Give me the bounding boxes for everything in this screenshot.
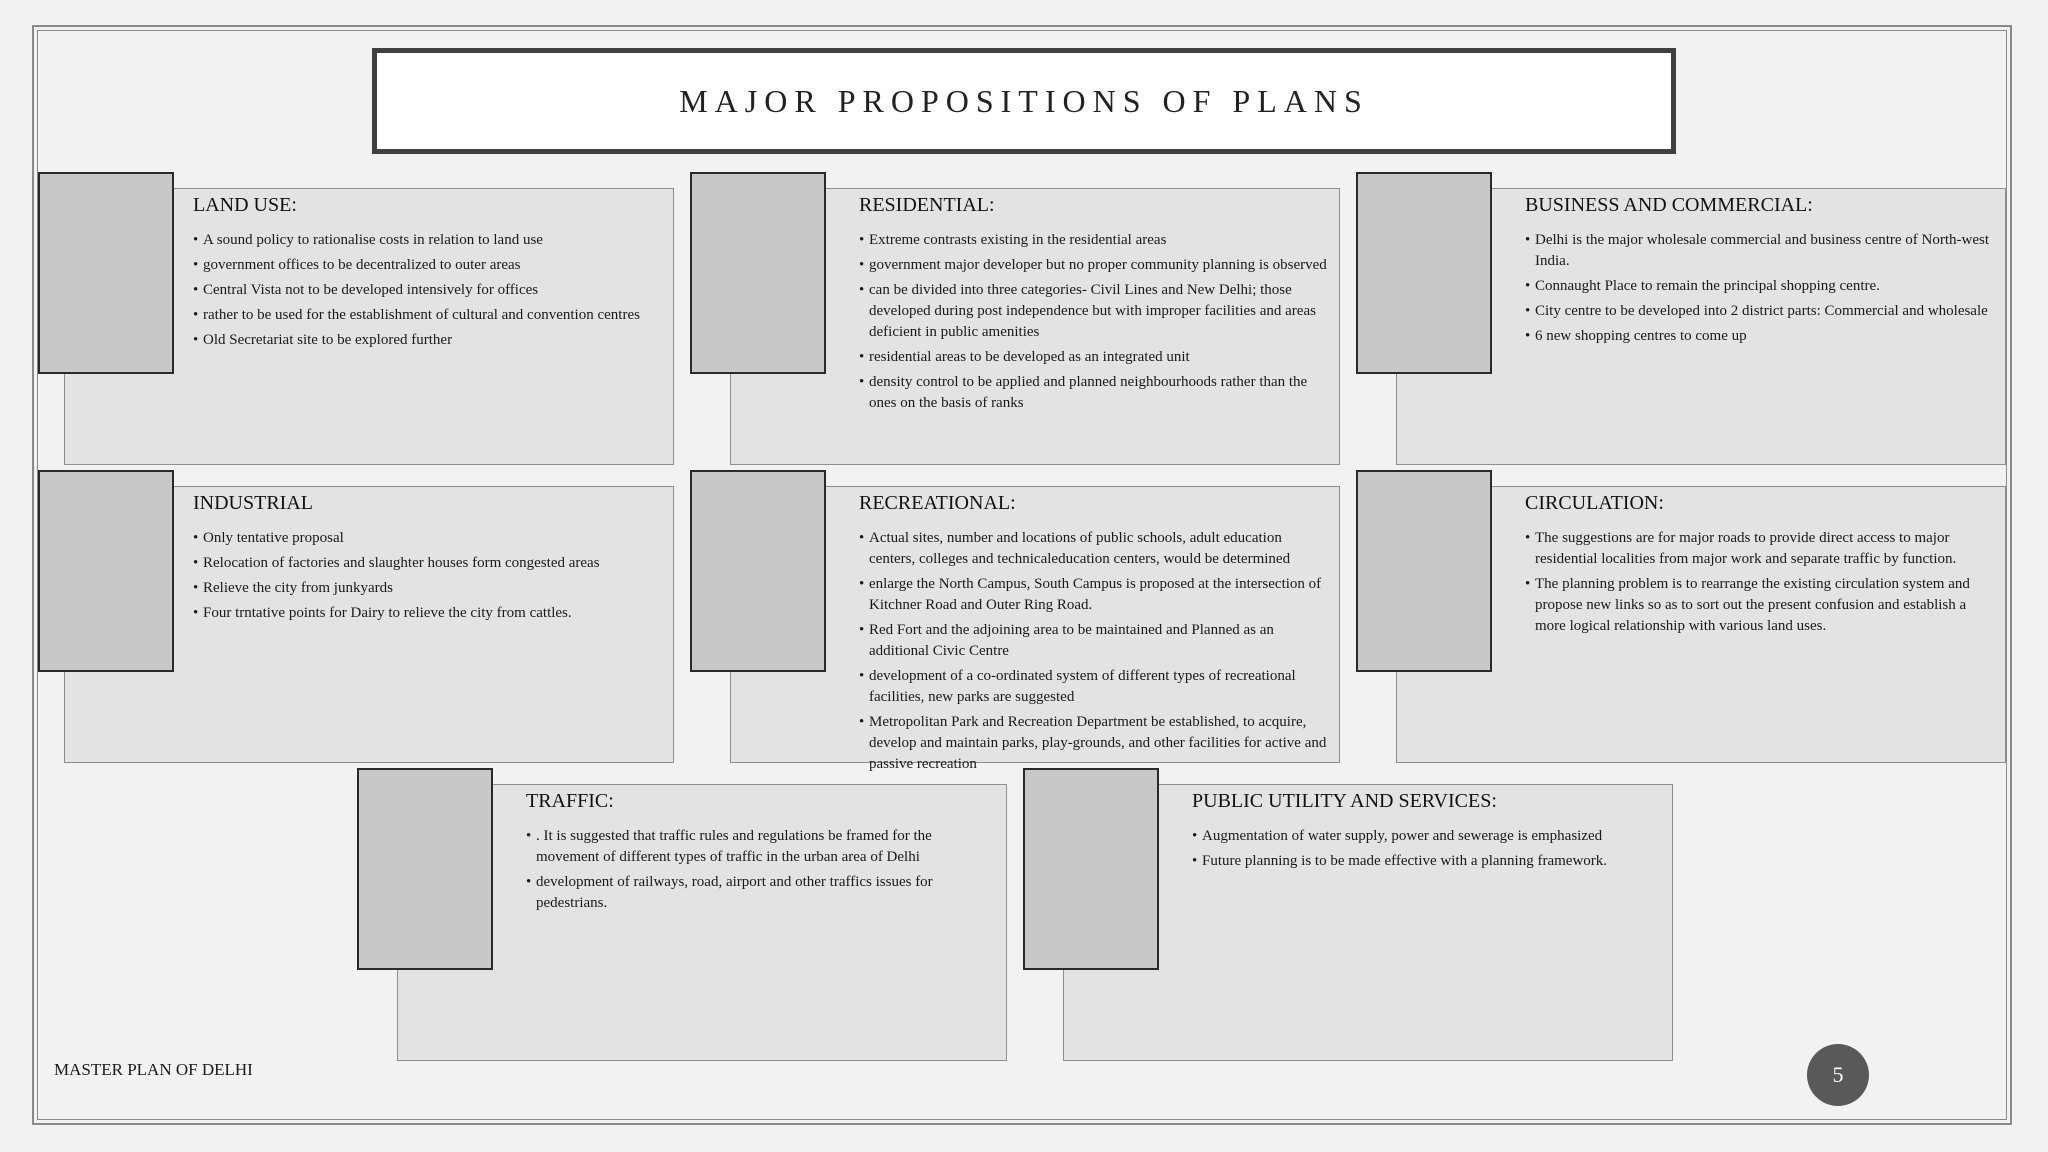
list-item: development of a co-ordinated system of …	[859, 666, 1331, 708]
card-industrial: INDUSTRIAL Only tentative proposal Reloc…	[38, 470, 674, 765]
card-bullet-list: Only tentative proposal Relocation of fa…	[193, 528, 663, 628]
slide-outer-border	[32, 25, 2012, 1125]
list-item: Augmentation of water supply, power and …	[1192, 826, 1664, 847]
card-recreational: RECREATIONAL: Actual sites, number and l…	[690, 470, 1340, 772]
list-item: . It is suggested that traffic rules and…	[526, 826, 998, 868]
list-item: Extreme contrasts existing in the reside…	[859, 230, 1331, 251]
card-public-utility: PUBLIC UTILITY AND SERVICES: Augmentatio…	[1023, 768, 1673, 1063]
card-heading: RESIDENTIAL:	[859, 194, 995, 216]
list-item: enlarge the North Campus, South Campus i…	[859, 574, 1331, 616]
list-item: Four trntative points for Dairy to relie…	[193, 603, 663, 624]
card-land-use: LAND USE: A sound policy to rationalise …	[38, 172, 674, 467]
list-item: Connaught Place to remain the principal …	[1525, 276, 1997, 297]
card-image-placeholder	[1023, 768, 1159, 970]
list-item: density control to be applied and planne…	[859, 372, 1331, 414]
card-image-placeholder	[1356, 172, 1492, 374]
list-item: Red Fort and the adjoining area to be ma…	[859, 620, 1331, 662]
card-bullet-list: . It is suggested that traffic rules and…	[526, 826, 998, 918]
card-bullet-list: Actual sites, number and locations of pu…	[859, 528, 1331, 779]
list-item: 6 new shopping centres to come up	[1525, 326, 1997, 347]
list-item: Old Secretariat site to be explored furt…	[193, 330, 663, 351]
card-bullet-list: Augmentation of water supply, power and …	[1192, 826, 1664, 876]
card-image-placeholder	[38, 172, 174, 374]
list-item: government major developer but no proper…	[859, 255, 1331, 276]
list-item: The suggestions are for major roads to p…	[1525, 528, 1997, 570]
list-item: residential areas to be developed as an …	[859, 347, 1331, 368]
card-bullet-list: Extreme contrasts existing in the reside…	[859, 230, 1331, 418]
list-item: rather to be used for the establishment …	[193, 305, 663, 326]
card-residential: RESIDENTIAL: Extreme contrasts existing …	[690, 172, 1340, 467]
page-number-badge: 5	[1807, 1044, 1869, 1106]
list-item: City centre to be developed into 2 distr…	[1525, 301, 1997, 322]
card-bullet-list: A sound policy to rationalise costs in r…	[193, 230, 663, 355]
list-item: development of railways, road, airport a…	[526, 872, 998, 914]
list-item: The planning problem is to rearrange the…	[1525, 574, 1997, 637]
card-heading: BUSINESS AND COMMERCIAL:	[1525, 194, 1813, 216]
card-heading: INDUSTRIAL	[193, 492, 313, 514]
card-heading: RECREATIONAL:	[859, 492, 1016, 514]
card-heading: PUBLIC UTILITY AND SERVICES:	[1192, 790, 1497, 812]
list-item: Central Vista not to be developed intens…	[193, 280, 663, 301]
card-image-placeholder	[690, 470, 826, 672]
list-item: Relieve the city from junkyards	[193, 578, 663, 599]
list-item: government offices to be decentralized t…	[193, 255, 663, 276]
title-box: MAJOR PROPOSITIONS OF PLANS	[372, 48, 1676, 154]
card-image-placeholder	[1356, 470, 1492, 672]
list-item: Future planning is to be made effective …	[1192, 851, 1664, 872]
list-item: can be divided into three categories- Ci…	[859, 280, 1331, 343]
card-heading: LAND USE:	[193, 194, 297, 216]
card-heading: CIRCULATION:	[1525, 492, 1664, 514]
card-heading: TRAFFIC:	[526, 790, 614, 812]
list-item: Metropolitan Park and Recreation Departm…	[859, 712, 1331, 775]
list-item: A sound policy to rationalise costs in r…	[193, 230, 663, 251]
list-item: Actual sites, number and locations of pu…	[859, 528, 1331, 570]
list-item: Only tentative proposal	[193, 528, 663, 549]
card-traffic: TRAFFIC: . It is suggested that traffic …	[357, 768, 1007, 1063]
slide-inner-border	[37, 30, 2007, 1120]
slide-title: MAJOR PROPOSITIONS OF PLANS	[679, 82, 1369, 119]
card-business-commercial: BUSINESS AND COMMERCIAL: Delhi is the ma…	[1356, 172, 2006, 467]
card-bullet-list: The suggestions are for major roads to p…	[1525, 528, 1997, 641]
card-bullet-list: Delhi is the major wholesale commercial …	[1525, 230, 1997, 351]
card-image-placeholder	[690, 172, 826, 374]
list-item: Relocation of factories and slaughter ho…	[193, 553, 663, 574]
card-image-placeholder	[38, 470, 174, 672]
card-circulation: CIRCULATION: The suggestions are for maj…	[1356, 470, 2006, 765]
card-image-placeholder	[357, 768, 493, 970]
list-item: Delhi is the major wholesale commercial …	[1525, 230, 1997, 272]
footer-text: MASTER PLAN OF DELHI	[54, 1060, 253, 1079]
